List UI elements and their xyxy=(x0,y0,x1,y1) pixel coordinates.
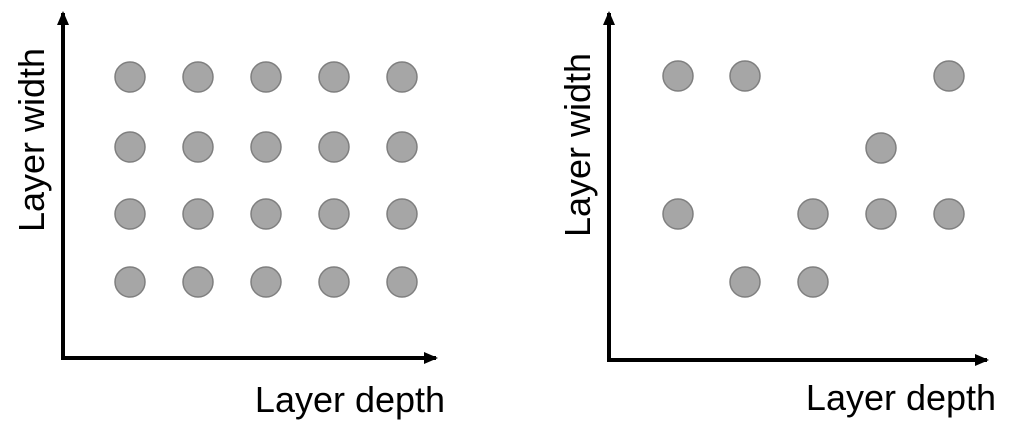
y-axis-label: Layer width xyxy=(11,48,52,232)
sample-point xyxy=(386,266,418,298)
sample-point xyxy=(933,198,965,230)
sample-point xyxy=(729,60,761,92)
sample-point xyxy=(662,60,694,92)
sample-point xyxy=(386,131,418,163)
sample-point xyxy=(386,198,418,230)
sample-point xyxy=(318,131,350,163)
sample-point xyxy=(114,131,146,163)
sample-point xyxy=(797,198,829,230)
sample-point xyxy=(114,266,146,298)
point-group xyxy=(114,61,418,298)
sample-point xyxy=(865,132,897,164)
sample-point xyxy=(318,266,350,298)
sample-point xyxy=(797,266,829,298)
y-axis-label: Layer width xyxy=(557,53,598,237)
sample-point xyxy=(933,60,965,92)
sample-point xyxy=(250,131,282,163)
sample-point xyxy=(250,198,282,230)
x-axis-label: Layer depth xyxy=(806,377,996,418)
sample-point xyxy=(182,266,214,298)
panel-random-search: Layer width Layer depth xyxy=(557,11,996,418)
sample-point xyxy=(182,61,214,93)
sample-point xyxy=(250,266,282,298)
panel-grid-search: Layer width Layer depth xyxy=(11,11,445,420)
sample-point xyxy=(662,198,694,230)
x-axis-label: Layer depth xyxy=(255,379,445,420)
sample-point xyxy=(865,198,897,230)
sample-point xyxy=(182,198,214,230)
sample-point xyxy=(386,61,418,93)
sample-point xyxy=(729,266,761,298)
sample-point xyxy=(250,61,282,93)
sample-point xyxy=(182,131,214,163)
sample-point xyxy=(318,61,350,93)
sample-point xyxy=(318,198,350,230)
sample-point xyxy=(114,61,146,93)
sample-point xyxy=(114,198,146,230)
point-group xyxy=(662,60,965,298)
